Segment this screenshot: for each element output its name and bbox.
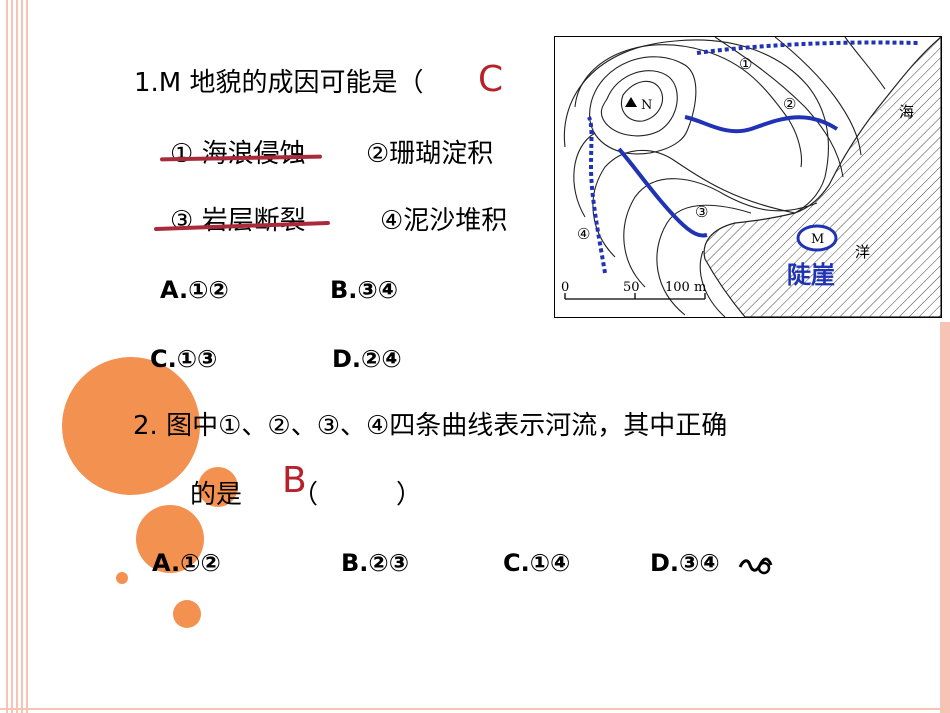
deco-circle-large: [62, 357, 200, 495]
ridge-line-left: [587, 116, 607, 274]
q1-option-c: C.①③: [150, 345, 218, 373]
curve-label-4: ④: [577, 225, 590, 243]
deco-circle-medium: [136, 505, 204, 573]
q1-choice-4: ④泥沙堆积: [380, 206, 508, 236]
scale-bar: [564, 293, 706, 300]
q1-option-d: D.②④: [332, 345, 402, 373]
q1-choice-1: ① 海浪侵蚀: [170, 139, 306, 169]
q1-option-b: B.③④: [330, 276, 399, 304]
q2-stem: 2. 图中①、②、③、④四条曲线表示河流，其中正确: [133, 411, 728, 441]
scale-label-50: 50: [623, 280, 640, 295]
q2-option-d: D.③④: [650, 549, 720, 577]
q2-option-a: A.①②: [152, 549, 221, 577]
left-stripe-3: [16, 0, 18, 713]
curve-label-2: ②: [783, 95, 796, 113]
scale-label-0: 0: [561, 280, 569, 295]
peak-icon: [625, 97, 637, 107]
river-curve-2: [684, 115, 839, 134]
q1-choice-2: ②珊瑚淀积: [366, 139, 494, 169]
q2-option-b: B.②③: [341, 549, 410, 577]
q2-answer: B: [282, 460, 307, 501]
q1-choice-3: ③ 岩层断裂: [170, 206, 306, 236]
ridge-line-top: [696, 40, 920, 55]
left-stripe-2: [11, 0, 13, 713]
right-edge-bar: [940, 322, 950, 713]
left-stripe-4: [21, 0, 23, 713]
curve-label-3: ③: [695, 203, 708, 221]
river-curve-3: [617, 147, 708, 238]
peak-label: N: [641, 98, 652, 113]
point-m-label: M: [811, 232, 824, 247]
q1-stem: 1.M 地貌的成因可能是（: [134, 68, 424, 98]
q1-answer: C: [478, 59, 504, 100]
q2-stem-continued: 的是: [190, 480, 243, 510]
q2-answer-paren: （ ）: [292, 480, 423, 510]
deco-circle-dot: [116, 572, 128, 584]
deco-circle-tiny: [173, 600, 201, 628]
q2-option-c: C.①④: [503, 549, 571, 577]
scale-label-100: 100 m: [665, 280, 706, 295]
left-stripe-5: [26, 0, 28, 713]
deco-circle-small: [198, 467, 238, 507]
contour-map: N ① ② ③ ④ 海 洋 M 陡崖 0 50 100 m: [554, 36, 942, 318]
bottom-edge-line: [0, 708, 950, 710]
sea-label-char-2: 洋: [855, 243, 870, 261]
left-stripe-1: [6, 0, 8, 713]
cursor-scribble-icon: [738, 557, 773, 575]
q1-option-a: A.①②: [160, 276, 229, 304]
contour-map-svg: N ① ② ③ ④ 海 洋 M 陡崖 0 50 100 m: [561, 37, 941, 317]
point-m-highlight: [796, 224, 838, 252]
curve-label-1: ①: [739, 55, 752, 73]
sea-label-char-1: 海: [899, 103, 914, 121]
cliff-label: 陡崖: [787, 261, 835, 289]
